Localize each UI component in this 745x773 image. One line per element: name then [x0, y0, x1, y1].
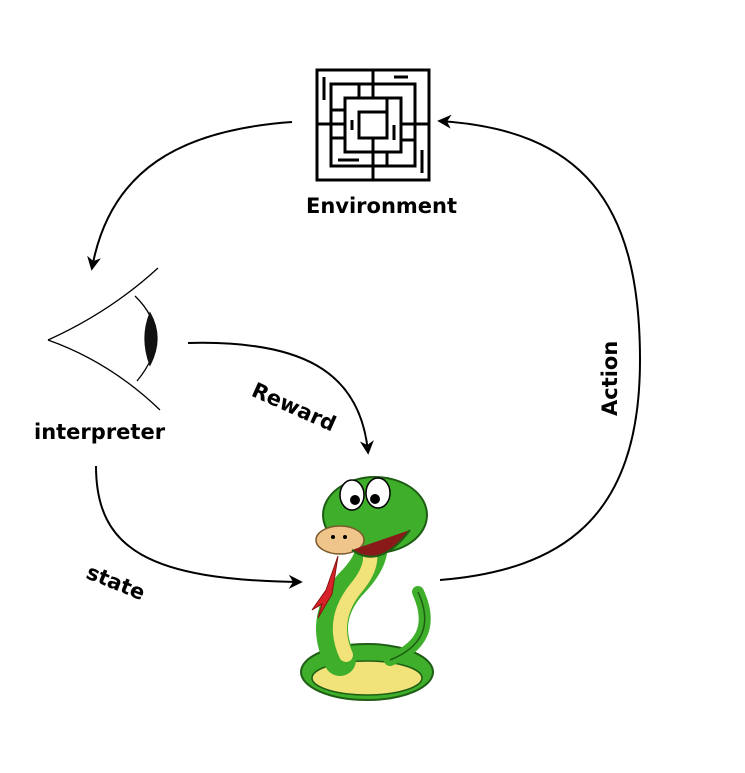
- arrow-action: [437, 114, 642, 581]
- arrow-environment-to-interpreter: [87, 121, 293, 271]
- arrow-state: [95, 465, 303, 589]
- eye-icon: [47, 267, 161, 411]
- environment-label: Environment: [306, 194, 458, 218]
- arrow-reward: [187, 341, 374, 455]
- maze-icon: [315, 68, 431, 182]
- snake-icon: [300, 476, 434, 701]
- action-label: Action: [598, 340, 622, 416]
- interpreter-label: interpreter: [34, 420, 166, 444]
